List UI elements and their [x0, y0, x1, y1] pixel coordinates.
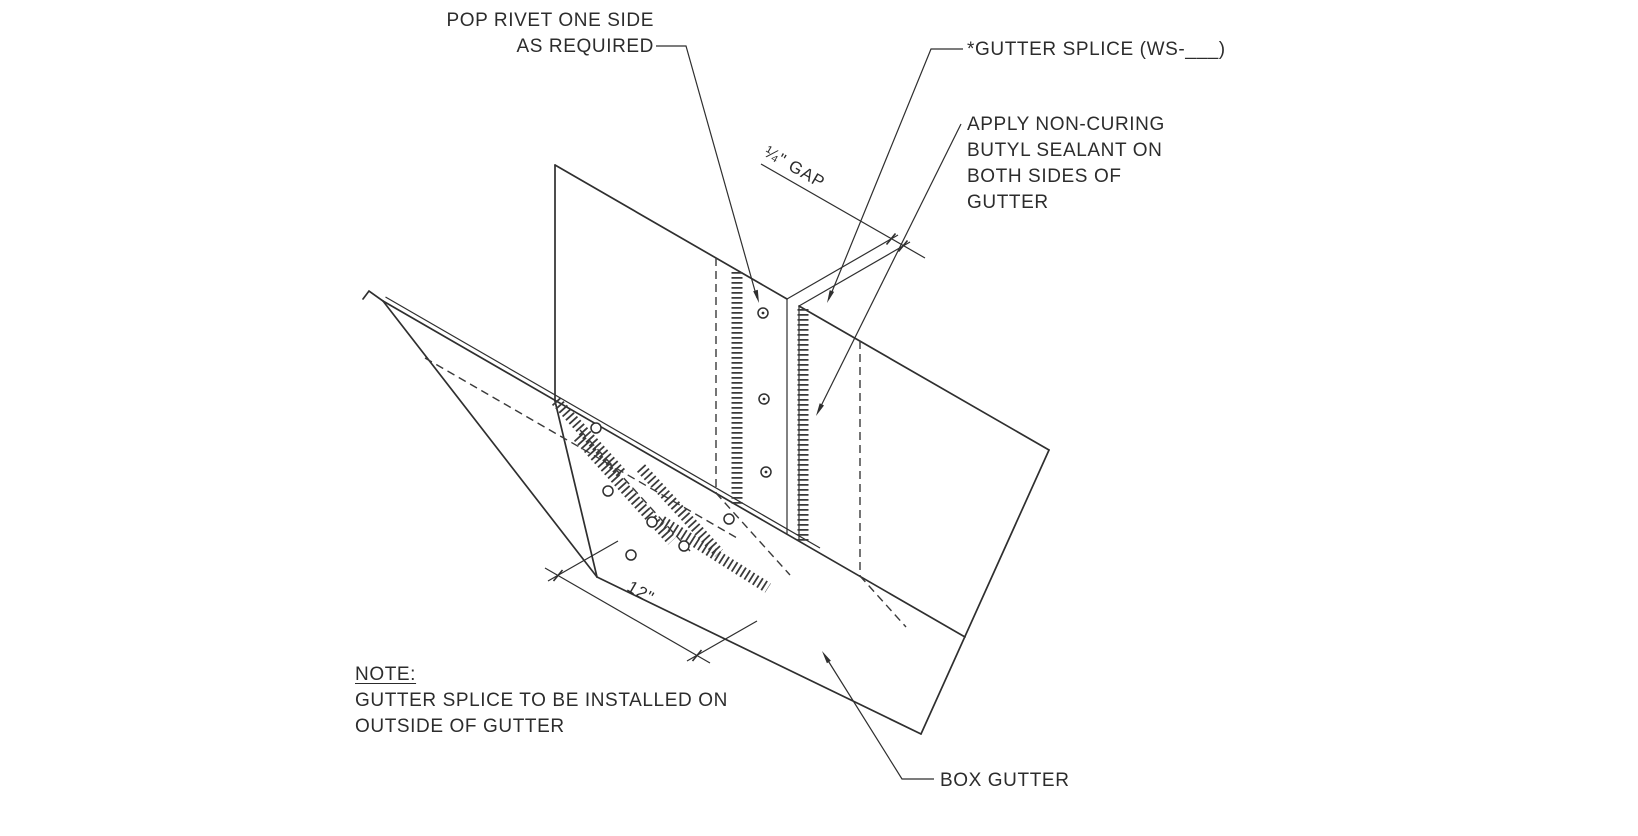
sealant-note-line2: BUTYL SEALANT ON	[967, 140, 1163, 161]
gutter-splice-label: *GUTTER SPLICE (WS-___)	[967, 39, 1226, 60]
note-title: NOTE:	[355, 664, 417, 685]
leader-box-gutter	[822, 651, 934, 780]
note-line2: OUTSIDE OF GUTTER	[355, 716, 565, 737]
gutter-outline	[362, 164, 1050, 735]
pop-rivet-note-line2: AS REQUIRED	[516, 36, 654, 57]
dimension-gap: ¼" GAP	[760, 142, 926, 307]
rivets	[590, 307, 772, 561]
dimension-splice-width: 12"	[544, 540, 758, 664]
splice-gap-lines	[786, 299, 800, 541]
sealant-note-line3: BOTH SIDES OF	[967, 166, 1122, 187]
splice-hidden-edges	[424, 258, 907, 628]
general-note: NOTE: GUTTER SPLICE TO BE INSTALLED ON O…	[355, 662, 728, 740]
note-line1: GUTTER SPLICE TO BE INSTALLED ON	[355, 690, 728, 711]
leader-gutter-splice	[827, 48, 963, 303]
leader-arrowhead	[753, 289, 759, 303]
leader-arrowhead	[827, 290, 835, 303]
sealant-bands	[551, 272, 809, 593]
pop-rivet-note: POP RIVET ONE SIDE AS REQUIRED	[400, 8, 654, 60]
sealant-note: APPLY NON-CURING BUTYL SEALANT ON BOTH S…	[967, 112, 1165, 216]
sealant-note-line1: APPLY NON-CURING	[967, 114, 1165, 135]
gap-dimension-label: ¼" GAP	[761, 142, 828, 192]
splice-width-dimension-label: 12"	[624, 577, 658, 607]
leader-arrowhead	[816, 403, 824, 416]
leader-pop-rivet	[656, 45, 759, 303]
leader-arrowhead	[822, 651, 831, 664]
sealant-note-line4: GUTTER	[967, 192, 1049, 213]
box-gutter-label: BOX GUTTER	[940, 770, 1070, 791]
leader-sealant	[816, 123, 962, 416]
pop-rivet-note-line1: POP RIVET ONE SIDE	[446, 10, 654, 31]
